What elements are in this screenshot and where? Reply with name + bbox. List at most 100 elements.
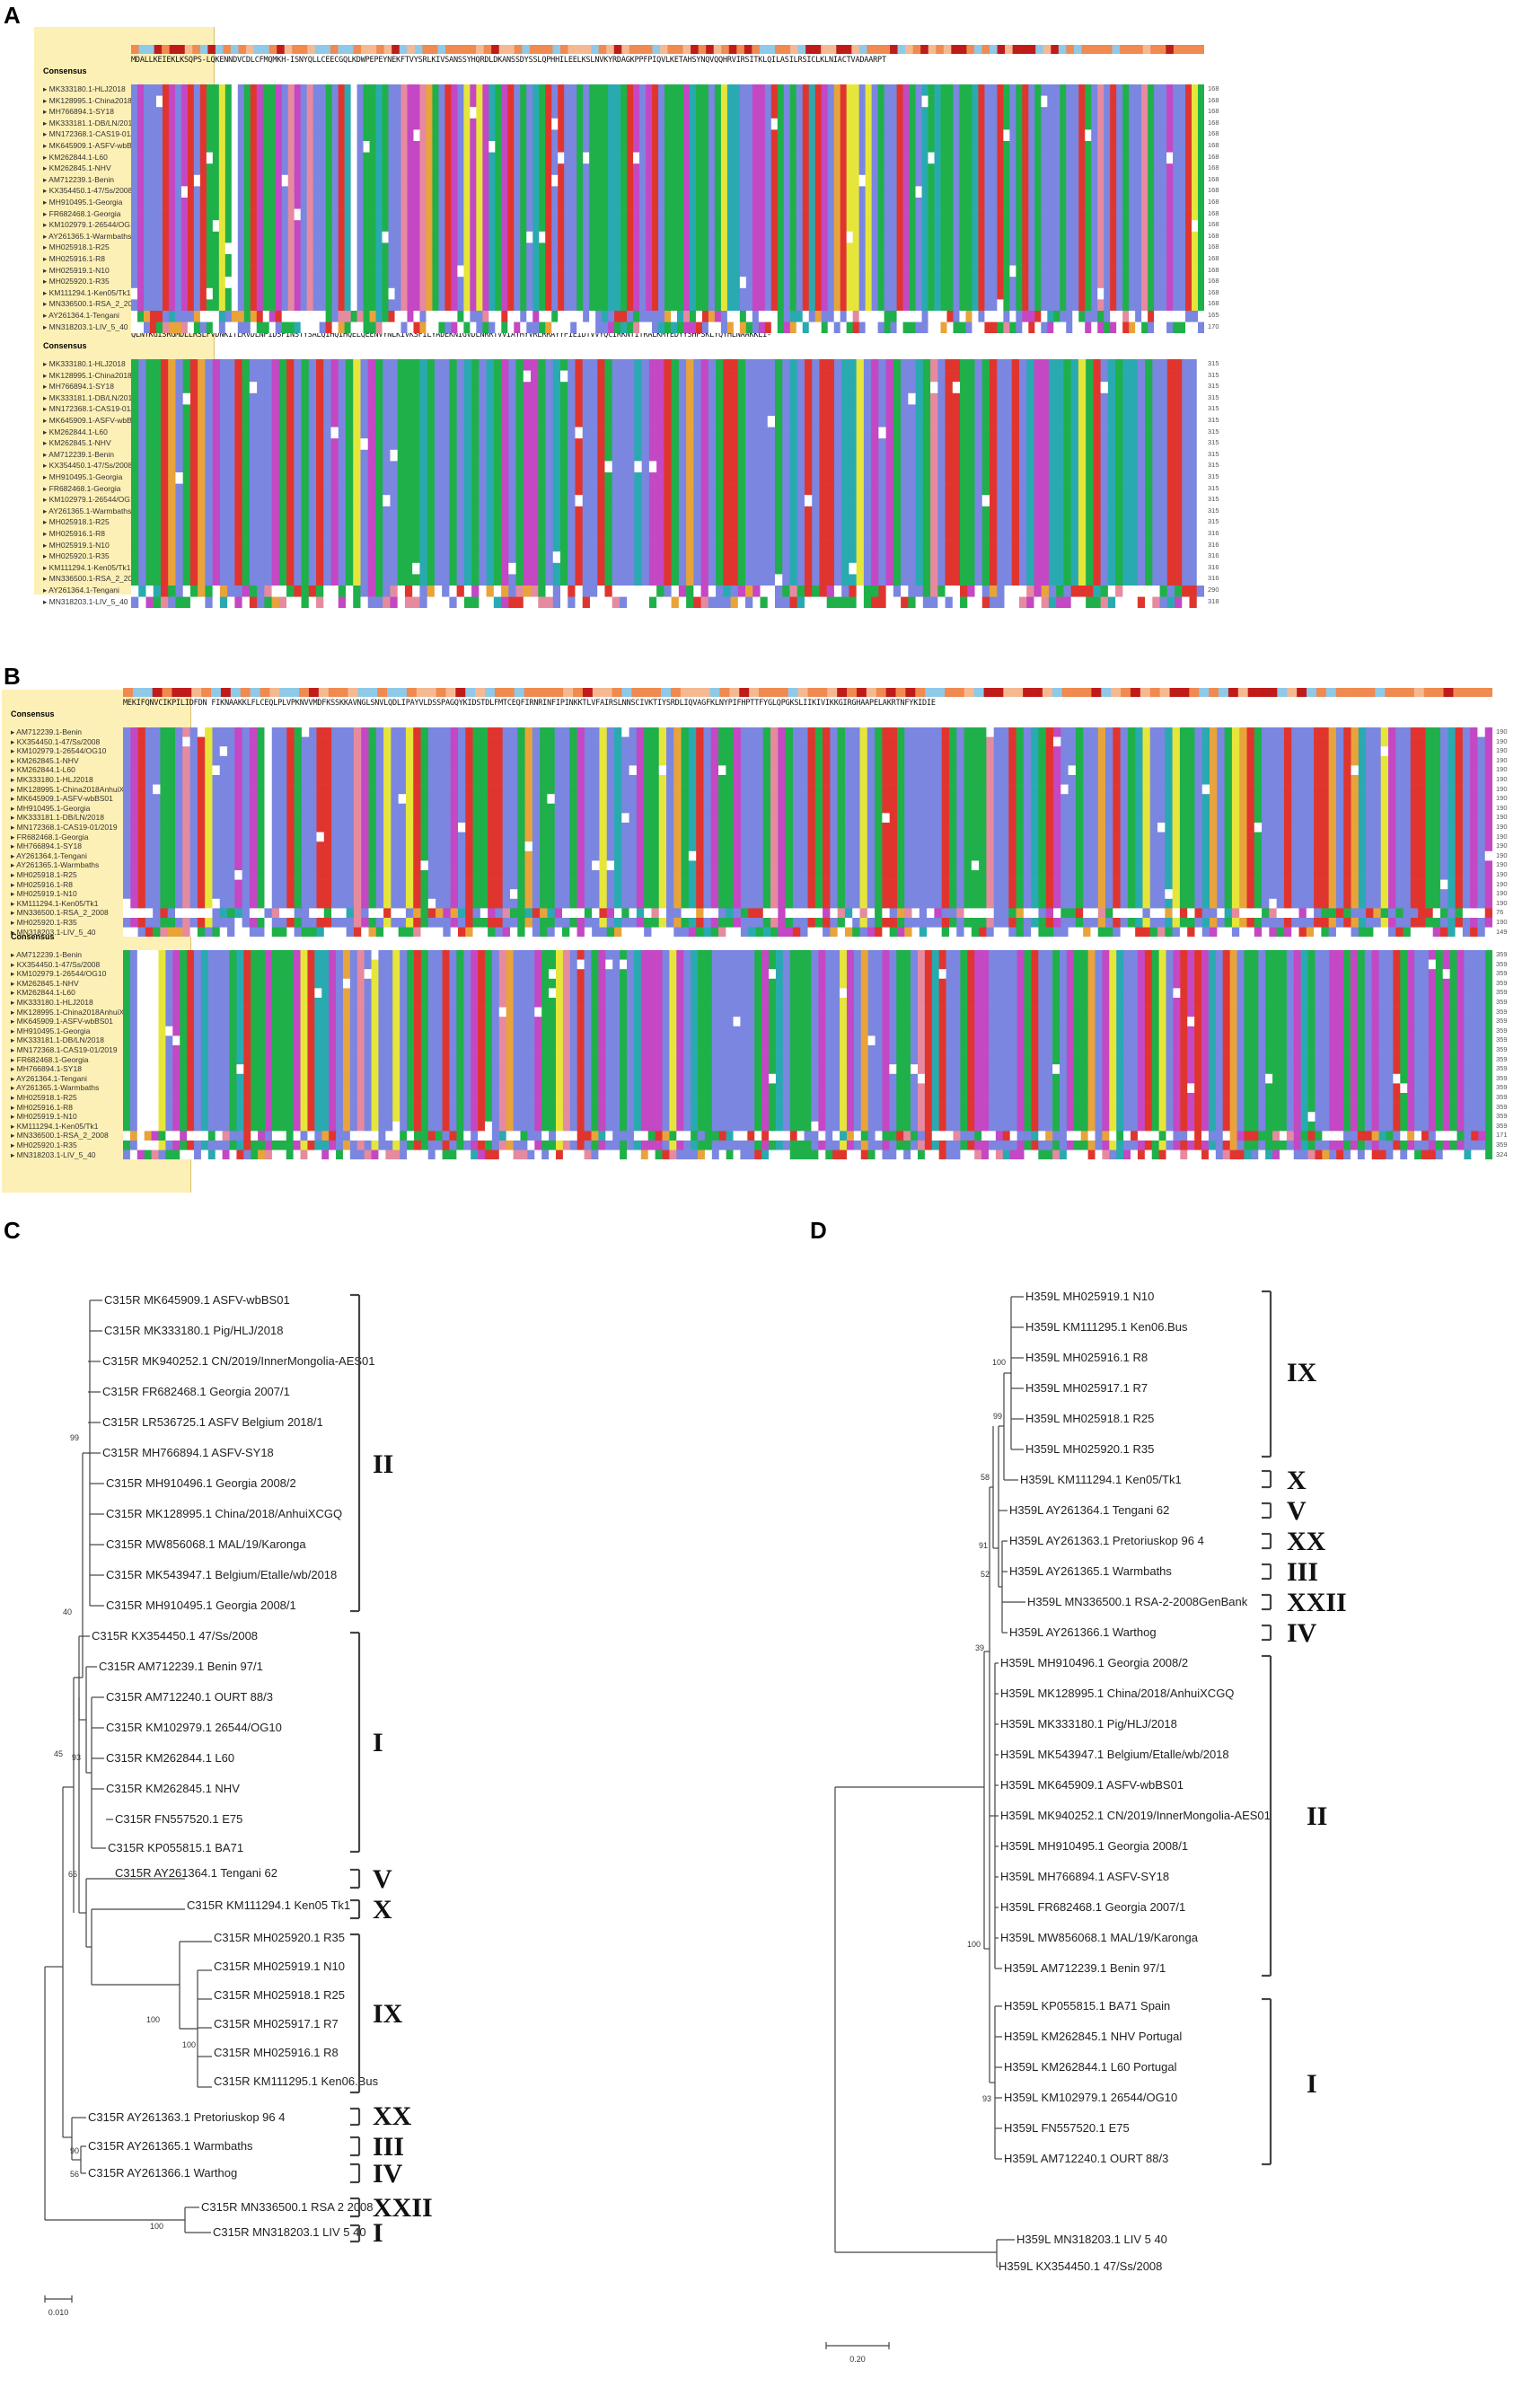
sequence-name: ▸ AY261364.1-Tengani — [11, 1073, 87, 1083]
sequence-length: 168 — [1208, 141, 1219, 149]
tree-leaf-label: H359L KP055815.1 BA71 Spain — [1004, 1999, 1170, 2013]
sequence-name: ▸ MH025916.1-R8 — [43, 529, 105, 538]
tree-leaf-label: C315R AY261365.1 Warmbaths — [88, 2139, 253, 2153]
sequence-length: 168 — [1208, 208, 1219, 217]
sequence-length: 359 — [1496, 978, 1508, 987]
sequence-name: ▸ MH025920.1-R35 — [11, 1141, 77, 1149]
genotype-label: II — [373, 1449, 393, 1479]
sequence-name: ▸ KM262845.1-NHV — [43, 438, 111, 448]
sequence-alignment-grid — [123, 727, 1492, 938]
sequence-length: 190 — [1496, 736, 1508, 745]
consensus-sequence: MEKIFQNVCIKPILIDFDN FIKNAAKKLFLCEQLPLVPK… — [123, 699, 936, 708]
sequence-name: ▸ MK645909.1-ASFV-wbBS01 — [43, 416, 145, 425]
tree-leaf-label: H359L MK128995.1 China/2018/AnhuiXCGQ — [1000, 1687, 1234, 1700]
sequence-name: ▸ MN336500.1-RSA_2_2008 — [43, 299, 141, 309]
sequence-length: 315 — [1208, 370, 1219, 379]
tree-leaf-label: H359L AM712239.1 Benin 97/1 — [1004, 1961, 1166, 1975]
tree-leaf-label: C315R MK645909.1 ASFV-wbBS01 — [104, 1293, 290, 1307]
sequence-length: 315 — [1208, 392, 1219, 401]
sequence-length: 315 — [1208, 506, 1219, 515]
sequence-name: ▸ AY261364.1-Tengani — [43, 586, 119, 595]
sequence-name: ▸ KM262845.1-NHV — [11, 755, 79, 765]
sequence-name: ▸ MH025916.1-R8 — [43, 254, 105, 263]
sequence-length: 315 — [1208, 382, 1219, 391]
genotype-label: XXII — [1287, 1588, 1347, 1617]
sequence-length: 190 — [1496, 870, 1508, 878]
sequence-name: ▸ MK333180.1-HLJ2018 — [43, 84, 126, 93]
sequence-length: 190 — [1496, 832, 1508, 841]
genotype-label: IX — [1287, 1358, 1317, 1387]
tree-leaf-label: H359L KM262844.1 L60 Portugal — [1004, 2060, 1177, 2074]
tree-leaf-label: C315R AY261363.1 Pretoriuskop 96 4 — [88, 2110, 285, 2124]
tree-leaf-label: C315R KM111295.1 Ken06.Bus — [214, 2074, 379, 2088]
sequence-length: 168 — [1208, 277, 1219, 286]
sequence-length: 318 — [1208, 596, 1219, 605]
genotype-label: IV — [373, 2159, 403, 2189]
sequence-name: ▸ FR682468.1-Georgia — [43, 483, 121, 493]
sequence-name: ▸ MH025919.1-N10 — [11, 1112, 77, 1122]
sequence-length: 359 — [1496, 1017, 1508, 1026]
sequence-name: ▸ KM262844.1-L60 — [43, 152, 108, 162]
sequence-length: 168 — [1208, 118, 1219, 127]
sequence-name: ▸ KX354450.1-47/Ss/2008 — [43, 461, 133, 471]
sequence-name: ▸ KM111294.1-Ken05/Tk1 — [43, 287, 131, 297]
tree-leaf-label: H359L KM111294.1 Ken05/Tk1 — [1020, 1473, 1182, 1486]
sequence-length: 316 — [1208, 562, 1219, 571]
sequence-length: 359 — [1496, 1064, 1508, 1073]
sequence-length: 315 — [1208, 461, 1219, 470]
sequence-length: 190 — [1496, 784, 1508, 793]
tree-leaf-label: C315R MN318203.1 LIV 5 40 — [213, 2225, 366, 2239]
sequence-name: ▸ KM262845.1-NHV — [11, 978, 79, 988]
genotype-label: I — [1307, 2069, 1317, 2099]
tree-leaf-label: H359L MH025917.1 R7 — [1025, 1381, 1148, 1395]
tree-leaf-label: C315R KM262844.1 L60 — [106, 1751, 234, 1765]
tree-leaf-label: C315R MK333180.1 Pig/HLJ/2018 — [104, 1324, 283, 1337]
tree-leaf-label: H359L AY261363.1 Pretoriuskop 96 4 — [1009, 1534, 1204, 1547]
bootstrap-value: 99 — [70, 1433, 79, 1442]
tree-leaf-label: C315R MH025917.1 R7 — [214, 2017, 339, 2030]
sequence-length: 359 — [1496, 1026, 1508, 1035]
sequence-length: 168 — [1208, 152, 1219, 161]
sequence-name: ▸ KM262844.1-L60 — [43, 427, 108, 436]
sequence-name: ▸ KM102979.1-26544/OG10 — [11, 969, 107, 979]
bootstrap-value: 40 — [63, 1607, 72, 1616]
sequence-name: ▸ MH025916.1-R8 — [11, 879, 73, 889]
genotype-label: V — [1287, 1496, 1307, 1526]
sequence-name: ▸ MK333180.1-HLJ2018 — [11, 775, 93, 784]
sequence-name: ▸ MH025918.1-R25 — [11, 1093, 77, 1102]
sequence-length: 315 — [1208, 438, 1219, 447]
sequence-length: 315 — [1208, 495, 1219, 504]
sequence-name: ▸ MN336500.1-RSA_2_2008 — [11, 1131, 109, 1141]
sequence-name: ▸ MH025918.1-R25 — [43, 517, 110, 527]
sequence-name: ▸ MH910495.1-Georgia — [11, 803, 91, 813]
consensus-label: Consensus — [43, 341, 87, 350]
sequence-name: ▸ KM102979.1-26544/OG10 — [11, 746, 107, 756]
sequence-name: ▸ MH025919.1-N10 — [43, 265, 110, 275]
genotype-label: X — [1287, 1466, 1307, 1495]
sequence-length: 359 — [1496, 1093, 1508, 1101]
sequence-name: ▸ MH025916.1-R8 — [11, 1102, 73, 1112]
tree-leaf-label: H359L KX354450.1 47/Ss/2008 — [999, 2259, 1162, 2273]
sequence-name: ▸ MH766894.1-SY18 — [11, 1064, 82, 1074]
sequence-length: 168 — [1208, 174, 1219, 183]
sequence-name: ▸ MH025920.1-R35 — [11, 918, 77, 927]
genotype-label: XX — [373, 2101, 412, 2131]
sequence-length: 168 — [1208, 254, 1219, 262]
tree-leaf-label: C315R LR536725.1 ASFV Belgium 2018/1 — [102, 1415, 323, 1429]
sequence-length: 168 — [1208, 95, 1219, 104]
sequence-name: ▸ MK128995.1-China2018AnhuiXCGQ — [11, 784, 142, 794]
sequence-length: 168 — [1208, 163, 1219, 172]
tree-leaf-label: H359L MW856068.1 MAL/19/Karonga — [1000, 1931, 1199, 1944]
sequence-name: ▸ MN172368.1-CAS19-01/2019 — [11, 823, 118, 832]
sequence-length: 168 — [1208, 220, 1219, 229]
bootstrap-value: 93 — [982, 2094, 991, 2103]
bootstrap-value: 99 — [993, 1412, 1002, 1421]
consensus-sequence: QLNTKGISRGMDLLRSLFVDNKITLRVDLNPIDSFINSTY… — [131, 330, 772, 339]
tree-leaf-label: C315R KM262845.1 NHV — [106, 1782, 240, 1795]
sequence-length: 315 — [1208, 472, 1219, 480]
sequence-name: ▸ MN318203.1-LIV_5_40 — [11, 1149, 96, 1159]
sequence-length: 190 — [1496, 727, 1508, 735]
tree-leaf-label: H359L MH025918.1 R25 — [1025, 1412, 1154, 1425]
tree-leaf-label: H359L AY261365.1 Warmbaths — [1009, 1564, 1172, 1578]
